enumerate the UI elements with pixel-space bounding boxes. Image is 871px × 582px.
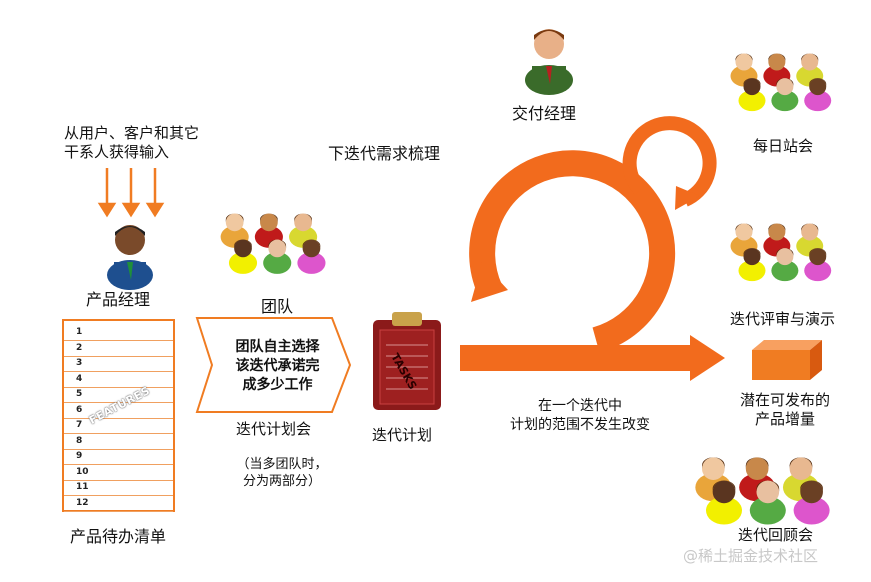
scope-note-line-2: 计划的范围不发生改变 bbox=[510, 417, 650, 433]
person-body bbox=[804, 90, 832, 112]
backlog-row: 2 bbox=[64, 341, 173, 357]
backlog-row: 7 bbox=[64, 418, 173, 434]
person-head bbox=[743, 248, 761, 266]
team-commitment-text: 团队自主选择 该迭代承诺完 成多少工作 bbox=[220, 338, 335, 395]
person-head bbox=[776, 248, 794, 266]
scope-note: 在一个迭代中 计划的范围不发生改变 bbox=[490, 397, 670, 435]
multi-team-note-line-1: （当多团队时， bbox=[236, 457, 328, 472]
sprint-ring-arrowhead bbox=[471, 262, 508, 302]
person-body bbox=[771, 260, 799, 282]
increment-label: 潜在可发布的 产品增量 bbox=[725, 391, 845, 429]
backlog-row: 4 bbox=[64, 372, 173, 388]
person-head bbox=[702, 457, 725, 480]
person-head bbox=[735, 53, 753, 71]
sprint-ring bbox=[469, 150, 676, 353]
person-head bbox=[745, 457, 769, 480]
daily-standup-group-icon bbox=[730, 53, 832, 112]
backlog-row: 5 bbox=[64, 387, 173, 403]
scope-note-line-1: 在一个迭代中 bbox=[538, 398, 622, 414]
person-head bbox=[260, 213, 278, 232]
person-head bbox=[809, 78, 827, 96]
watermark: @稀土掘金技术社区 bbox=[683, 547, 819, 565]
person-head bbox=[735, 223, 753, 241]
person-head bbox=[768, 223, 786, 241]
delivery-manager-label: 交付经理 bbox=[512, 104, 577, 123]
delivery-manager-icon bbox=[525, 29, 573, 95]
person-body bbox=[738, 90, 766, 112]
planning-chevron bbox=[195, 317, 352, 413]
backlog-row: 6 bbox=[64, 403, 173, 419]
backlog-row: 3 bbox=[64, 356, 173, 372]
increment-arrow bbox=[460, 335, 725, 381]
person-body bbox=[738, 260, 766, 282]
sprint-plan-label: 迭代计划 bbox=[372, 426, 433, 444]
increment-line-2: 产品增量 bbox=[754, 410, 815, 428]
backlog-refinement-label: 下迭代需求梳理 bbox=[328, 144, 441, 163]
person-head bbox=[234, 239, 252, 258]
stakeholder-input-line-1: 从用户、客户和其它 bbox=[64, 124, 200, 142]
person-body bbox=[749, 496, 786, 525]
person-head bbox=[800, 480, 823, 504]
team-group-icon bbox=[220, 213, 326, 274]
person-body bbox=[297, 252, 326, 274]
person-head bbox=[789, 457, 813, 480]
stakeholder-input-label: 从用户、客户和其它 干系人获得输入 bbox=[64, 124, 199, 162]
stakeholder-input-line-2: 干系人获得输入 bbox=[64, 143, 170, 161]
daily-standup-label: 每日站会 bbox=[753, 137, 814, 155]
person-body bbox=[263, 252, 292, 274]
person-body bbox=[771, 90, 799, 112]
backlog-row: 11 bbox=[64, 480, 173, 496]
person-head bbox=[712, 480, 736, 504]
person-head bbox=[225, 213, 244, 232]
increment-line-1: 潜在可发布的 bbox=[739, 391, 830, 409]
product-owner-label: 产品经理 bbox=[86, 290, 151, 309]
product-backlog-label: 产品待办清单 bbox=[70, 527, 167, 546]
backlog-row: 12 bbox=[64, 496, 173, 512]
person-head bbox=[801, 53, 819, 71]
person-body bbox=[228, 252, 258, 274]
person-body bbox=[804, 260, 832, 282]
input-arrows bbox=[97, 168, 165, 218]
backlog-row: 10 bbox=[64, 465, 173, 481]
sprint-cycle bbox=[460, 116, 725, 381]
multi-team-note: （当多团队时， 分为两部分） bbox=[222, 456, 342, 490]
multi-team-note-line-2: 分为两部分） bbox=[242, 474, 321, 489]
retro-group-icon bbox=[695, 457, 830, 525]
team-commitment-line-1: 团队自主选择 bbox=[235, 339, 320, 355]
sprint-length: 1~4周 bbox=[546, 273, 578, 284]
product-owner-icon bbox=[107, 225, 153, 290]
retrospective-label: 迭代回顾会 bbox=[738, 526, 814, 544]
person-head bbox=[302, 239, 321, 258]
backlog-row: 8 bbox=[64, 434, 173, 450]
person-head bbox=[776, 78, 794, 96]
backlog-row: 1 bbox=[64, 325, 173, 341]
person-head bbox=[756, 480, 780, 504]
person-head bbox=[268, 239, 287, 258]
sprint-review-label: 迭代评审与演示 bbox=[730, 310, 836, 328]
sprint-planning-meeting-label: 迭代计划会 bbox=[236, 420, 312, 438]
review-group-icon bbox=[730, 223, 832, 282]
person-head bbox=[294, 213, 312, 232]
person-head bbox=[801, 223, 819, 241]
daily-loop-arrowhead bbox=[675, 186, 700, 210]
person-head bbox=[768, 53, 786, 71]
team-label: 团队 bbox=[261, 297, 294, 316]
team-commitment-line-2: 该迭代承诺完 bbox=[235, 358, 320, 374]
person-head bbox=[809, 248, 827, 266]
team-commitment-line-3: 成多少工作 bbox=[242, 377, 313, 393]
person-head bbox=[743, 78, 761, 96]
person-body bbox=[706, 496, 742, 525]
person-body bbox=[793, 496, 830, 525]
increment-box-icon bbox=[752, 340, 822, 380]
clipboard-icon bbox=[373, 312, 441, 410]
backlog-row: 9 bbox=[64, 449, 173, 465]
daily-loop bbox=[622, 116, 717, 207]
sprint-title: Sprint bbox=[518, 234, 602, 262]
